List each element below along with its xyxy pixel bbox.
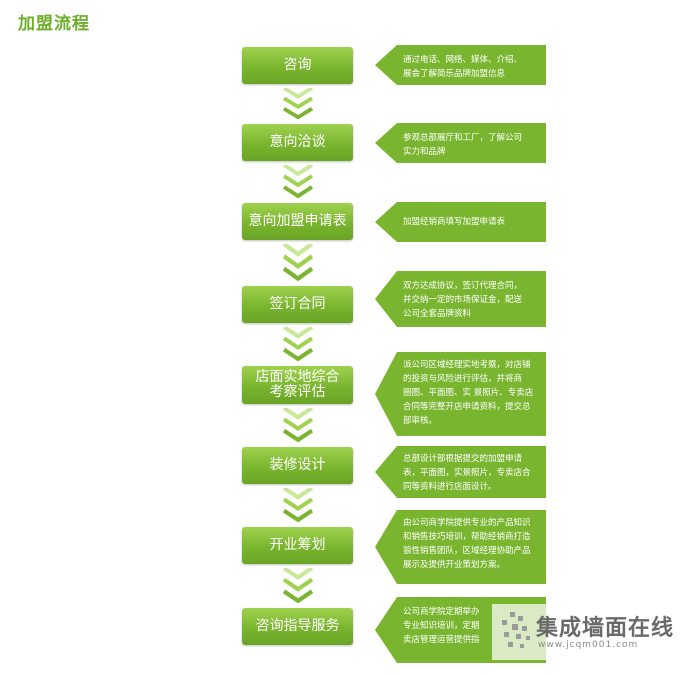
step-label: 意向加盟申请表 bbox=[248, 213, 347, 229]
step-7: 开业筹划 bbox=[242, 527, 353, 564]
step-2: 意向洽谈 bbox=[242, 124, 353, 161]
callout-arrow-shape bbox=[375, 271, 546, 327]
chevron-down-icon bbox=[282, 165, 314, 199]
step-description: 加盟经销商填写加盟申请表 bbox=[403, 217, 506, 227]
callout-arrow-shape bbox=[375, 352, 546, 436]
step-5: 店面实地综合 考察评估 bbox=[242, 366, 353, 404]
chevron-down-icon bbox=[282, 408, 314, 443]
watermark-logo-icon bbox=[502, 612, 530, 648]
step-description: 由公司商学院提供专业的产品知识 和销售技巧培训，帮助经销商打造 狼性销售团队，区… bbox=[403, 518, 531, 570]
step-description-callout: 加盟经销商填写加盟申请表 bbox=[375, 202, 546, 242]
step-description: 派公司区域经理实地考察，对店铺 的投资与风险进行评估，并将商 圈图、平面图、实 … bbox=[403, 360, 534, 426]
step-description: 公司商学院定期举办 专业知识培训，定期 卖店管理运营提供指 bbox=[403, 607, 480, 645]
watermark-url: www.jcqm001.com bbox=[538, 640, 639, 650]
chevron-down-icon bbox=[282, 88, 314, 120]
step-label: 意向洽谈 bbox=[269, 134, 326, 150]
step-4: 签订合同 bbox=[242, 286, 353, 323]
callout-arrow-shape bbox=[375, 45, 546, 85]
step-description-callout: 总部设计部根据提交的加盟申请 表，平面图，实景照片，专卖店合 同等资料进行店面设… bbox=[375, 446, 546, 498]
step-3: 意向加盟申请表 bbox=[242, 203, 353, 240]
chevron-down-icon bbox=[282, 568, 314, 604]
page-title: 加盟流程 bbox=[18, 14, 90, 34]
step-description-callout: 派公司区域经理实地考察，对店铺 的投资与风险进行评估，并将商 圈图、平面图、实 … bbox=[375, 352, 546, 436]
chevron-down-icon bbox=[282, 244, 314, 282]
callout-arrow-shape bbox=[375, 510, 546, 584]
callout-arrow-shape bbox=[375, 446, 546, 498]
step-label: 装修设计 bbox=[269, 457, 326, 473]
chevron-down-icon bbox=[282, 488, 314, 523]
step-description-callout: 由公司商学院提供专业的产品知识 和销售技巧培训，帮助经销商打造 狼性销售团队，区… bbox=[375, 510, 546, 584]
step-label: 咨询指导服务 bbox=[255, 618, 340, 634]
step-label: 签订合同 bbox=[269, 296, 326, 312]
step-description-callout: 通过电话、网络、媒体、介绍、 展会了解简乐品牌加盟信息 bbox=[375, 45, 546, 85]
step-label: 咨询 bbox=[283, 57, 312, 73]
watermark: 集成墙面在线 www.jcqm001.com bbox=[492, 604, 682, 660]
step-8: 咨询指导服务 bbox=[242, 608, 353, 645]
step-description-callout: 参观总部展厅和工厂，了解公司 实力和品牌 bbox=[375, 123, 546, 163]
callout-arrow-shape bbox=[375, 202, 546, 242]
step-label: 开业筹划 bbox=[269, 537, 326, 553]
step-1: 咨询 bbox=[242, 47, 353, 84]
step-6: 装修设计 bbox=[242, 447, 353, 484]
watermark-text: 集成墙面在线 bbox=[536, 616, 675, 641]
step-description: 总部设计部根据提交的加盟申请 表，平面图，实景照片，专卖店合 同等资料进行店面设… bbox=[403, 454, 531, 492]
chevron-down-icon bbox=[282, 327, 314, 362]
step-description: 双方达成协议，签订代理合同， 并交纳一定的市场保证金，配送 公司全套品牌资料 bbox=[403, 281, 523, 319]
step-description: 参观总部展厅和工厂，了解公司 实力和品牌 bbox=[403, 133, 523, 157]
step-description-callout: 双方达成协议，签订代理合同， 并交纳一定的市场保证金，配送 公司全套品牌资料 bbox=[375, 271, 546, 327]
callout-arrow-shape bbox=[375, 123, 546, 163]
step-description: 通过电话、网络、媒体、介绍、 展会了解简乐品牌加盟信息 bbox=[403, 55, 523, 79]
step-label: 店面实地综合 考察评估 bbox=[255, 369, 340, 400]
